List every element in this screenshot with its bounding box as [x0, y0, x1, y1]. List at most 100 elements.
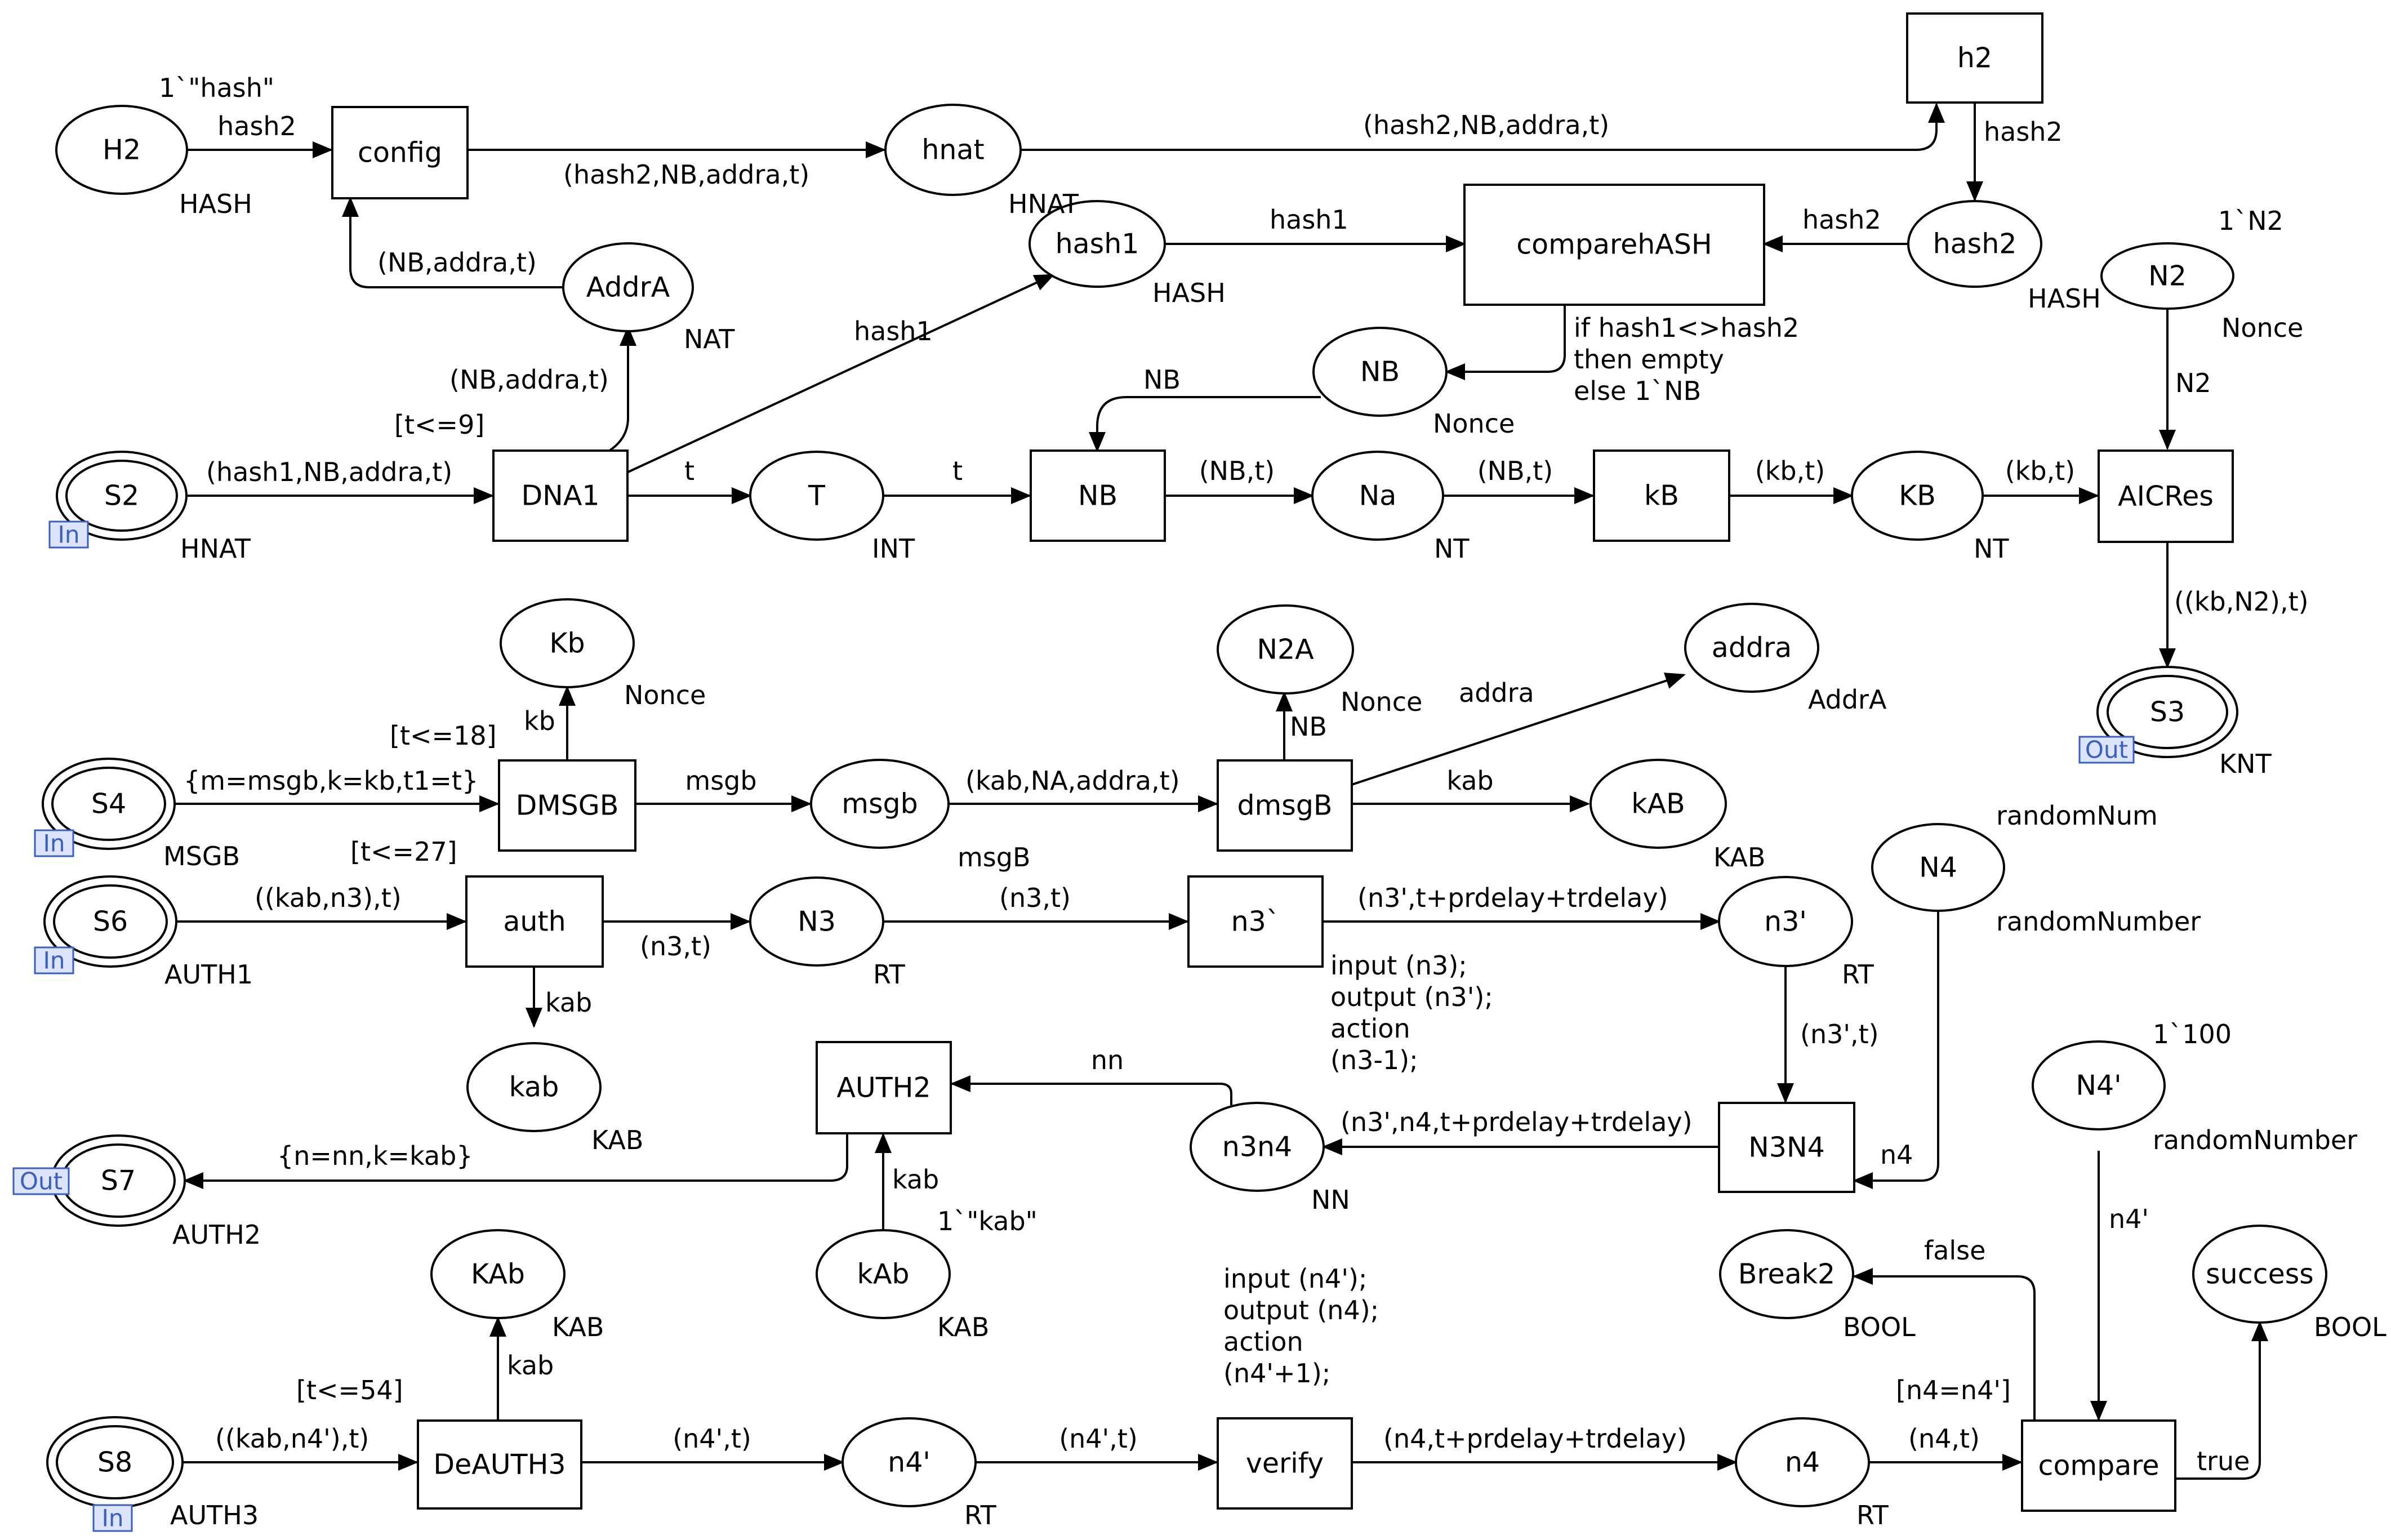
transition-comparehASH[interactable]: comparehASH: [1463, 184, 1765, 306]
place-name: hash1: [1056, 228, 1139, 260]
inscription-DNA1-hash1: hash1: [854, 316, 933, 346]
place-hash1[interactable]: hash1: [1028, 200, 1166, 288]
place-name: N2A: [1257, 634, 1314, 666]
place-name: AddrA: [586, 271, 670, 304]
transition-N3N4[interactable]: N3N4: [1718, 1102, 1855, 1193]
place-msgb[interactable]: msgb: [810, 759, 950, 849]
place-n4[interactable]: n4: [1735, 1417, 1870, 1507]
place-kAB[interactable]: kAB: [1589, 759, 1727, 849]
place-name: Na: [1359, 480, 1397, 512]
place-n4prime[interactable]: n4': [841, 1417, 977, 1507]
place-name: KAb: [471, 1258, 525, 1290]
place-name: N4': [2076, 1070, 2121, 1102]
place-n3n4[interactable]: n3n4: [1190, 1102, 1325, 1192]
place-kAb[interactable]: kAb: [816, 1229, 951, 1319]
svg-text:In: In: [101, 1505, 123, 1532]
transition-n3[interactable]: n3`: [1187, 875, 1324, 968]
place-S6[interactable]: S6: [43, 875, 177, 968]
place-name: H2: [103, 134, 141, 166]
transition-DeAUTH3[interactable]: DeAUTH3: [417, 1419, 582, 1510]
inscription-DNA1-T: t: [684, 456, 694, 486]
inscription-kB-KB: (kb,t): [1755, 456, 1825, 486]
svg-text:input (n4');: input (n4');: [1223, 1263, 1367, 1294]
place-name: S4: [91, 788, 126, 820]
place-Break2[interactable]: Break2: [1719, 1229, 1854, 1319]
place-AddrA[interactable]: AddrA: [562, 242, 694, 332]
arc-inscriptions: 1`"hash" hash2 (hash2,NB,addra,t) (hash2…: [159, 73, 2309, 1476]
place-Na[interactable]: Na: [1311, 451, 1444, 541]
port-tag-S7: Out: [12, 1167, 70, 1195]
type-label-n3n4: NN: [1311, 1185, 1350, 1215]
arc-compare-success: [2175, 1321, 2268, 1480]
place-hash2[interactable]: hash2: [1907, 200, 2042, 288]
transition-DMSGB[interactable]: DMSGB: [498, 759, 636, 852]
place-S8[interactable]: S8: [46, 1416, 184, 1508]
transition-verify[interactable]: verify: [1217, 1417, 1353, 1510]
inscription-hnat-h2: (hash2,NB,addra,t): [1363, 110, 1609, 140]
code-segment-n3: input (n3); output (n3'); action (n3-1);: [1330, 950, 1493, 1075]
place-N2[interactable]: N2: [2100, 242, 2234, 310]
transition-auth[interactable]: auth: [465, 875, 604, 968]
type-label-S7: AUTH2: [172, 1219, 261, 1250]
place-S2[interactable]: S2: [56, 451, 188, 541]
initial-marking-N2: 1`N2: [2218, 206, 2283, 236]
inscription-n4prime-verify: (n4',t): [1059, 1423, 1138, 1454]
place-kab[interactable]: kab: [466, 1042, 602, 1132]
type-label-S4: MSGB: [163, 841, 240, 871]
place-name: Kb: [549, 627, 585, 660]
place-Kb[interactable]: Kb: [500, 598, 635, 688]
inscription-S4-DMSGB: {m=msgb,k=kb,t1=t}: [184, 765, 478, 796]
inscription-H2-config: hash2: [217, 111, 296, 141]
type-label-N4prime: randomNumber: [2153, 1125, 2357, 1155]
transition-name: DMSGB: [516, 790, 619, 822]
place-name: S3: [2150, 696, 2185, 728]
transition-DNA1[interactable]: DNA1: [492, 449, 629, 542]
place-H2[interactable]: H2: [55, 105, 188, 195]
transition-h2[interactable]: h2: [1906, 12, 2043, 104]
svg-text:In: In: [43, 830, 65, 857]
place-hnat[interactable]: hnat: [884, 104, 1022, 196]
transitions: config h2 comparehASH DNA1 NB kB AICRes: [331, 12, 2234, 1512]
place-success[interactable]: success: [2192, 1225, 2327, 1324]
transition-config[interactable]: config: [331, 106, 469, 199]
place-KB[interactable]: KB: [1851, 451, 1984, 541]
type-label-Break2: BOOL: [1843, 1312, 1916, 1342]
place-S7[interactable]: S7: [51, 1134, 186, 1227]
place-n3prime[interactable]: n3': [1718, 876, 1853, 967]
place-S4[interactable]: S4: [42, 758, 176, 850]
guard-compare: [n4=n4']: [1896, 1375, 2011, 1405]
place-N3[interactable]: N3: [749, 876, 884, 967]
type-label-n4prime: RT: [964, 1500, 997, 1530]
place-N4prime[interactable]: N4': [2032, 1040, 2166, 1130]
transition-AICRes[interactable]: AICRes: [2098, 449, 2234, 543]
place-T[interactable]: T: [749, 451, 884, 541]
place-name: Break2: [1738, 1258, 1835, 1290]
inscription-n4-compare: (n4,t): [1908, 1423, 1980, 1454]
type-label-Na: NT: [1434, 533, 1470, 564]
transition-name: compare: [2038, 1450, 2160, 1482]
transition-kB[interactable]: kB: [1593, 449, 1730, 542]
transition-NB[interactable]: NB: [1030, 449, 1166, 542]
inscription-verify-n4: (n4,t+prdelay+trdelay): [1383, 1423, 1687, 1454]
initial-marking-kAb: 1`"kab": [937, 1206, 1038, 1236]
port-tag-S2: In: [48, 520, 89, 549]
place-N2A[interactable]: N2A: [1217, 604, 1354, 695]
place-NB[interactable]: NB: [1312, 327, 1448, 417]
inscription-n3prime-N3N4: (n3',t): [1800, 1019, 1879, 1049]
place-KAb[interactable]: KAb: [430, 1229, 566, 1319]
transition-AUTH2[interactable]: AUTH2: [816, 1041, 952, 1134]
type-label-addra: AddrA: [1808, 684, 1887, 715]
transition-name: h2: [1957, 42, 1992, 74]
arcs: [175, 103, 2268, 1480]
place-type-labels: HASH HNAT HASH HASH NAT Nonce Nonce 1`N2…: [163, 189, 2386, 1530]
inscription-NB-NB: NB: [1143, 364, 1181, 395]
place-N4[interactable]: N4: [1871, 823, 2005, 912]
transition-dmsgB[interactable]: dmsgB: [1217, 759, 1353, 852]
inscription-msgb-dmsgB: (kab,NA,addra,t): [965, 765, 1180, 796]
inscription-N4-N3N4: n4: [1880, 1140, 1913, 1170]
place-S3[interactable]: S3: [2096, 666, 2238, 758]
svg-text:input (n3);: input (n3);: [1330, 950, 1467, 981]
inscription-h2-hash2: hash2: [1984, 117, 2063, 147]
place-addra[interactable]: addra: [1684, 603, 1819, 693]
transition-compare[interactable]: compare: [2021, 1419, 2176, 1512]
